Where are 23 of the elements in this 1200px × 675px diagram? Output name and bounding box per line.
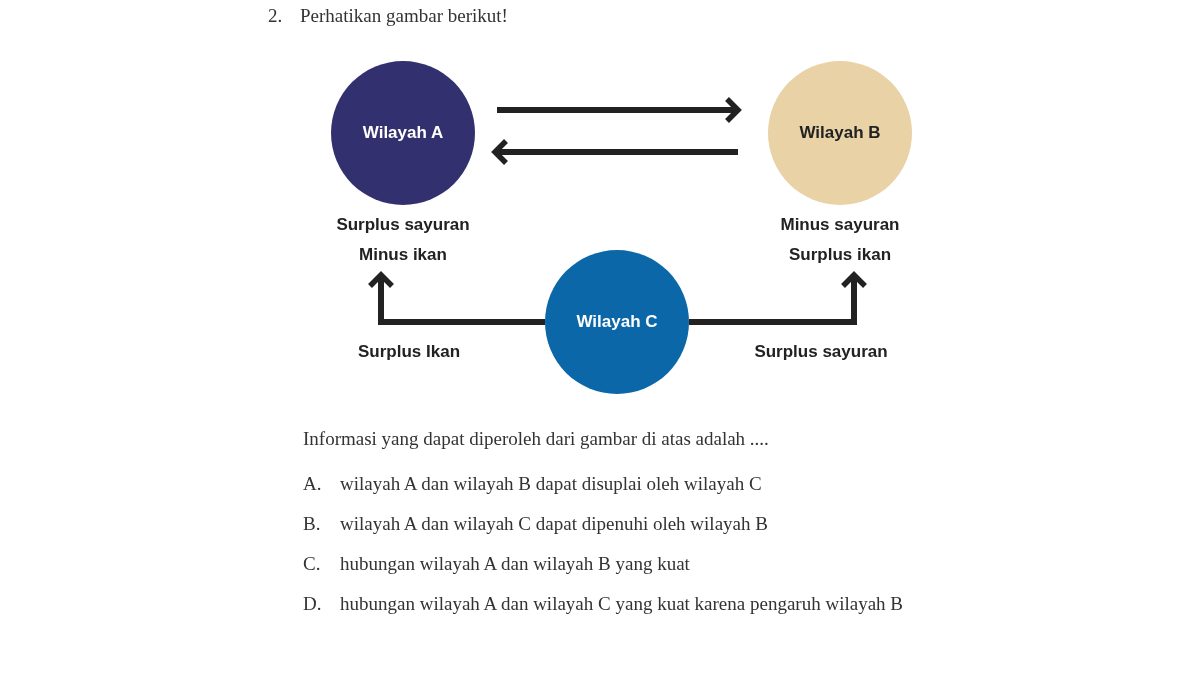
instruction-text: Perhatikan gambar berikut!: [300, 5, 508, 27]
region-status-text: Minus ikan: [358, 245, 448, 265]
region-status-text: Surplus ikan: [788, 245, 892, 265]
region-name: Wilayah A: [362, 123, 444, 143]
arrow: [689, 272, 868, 325]
option-text: wilayah A dan wilayah C dapat dipenuhi oleh wilayah B: [340, 513, 768, 535]
option-text: hubungan wilayah A dan wilayah B yang kuat: [340, 553, 690, 575]
region-status-text: Minus sayuran: [779, 215, 901, 235]
option-letter: B.: [303, 513, 321, 535]
option-text: hubungan wilayah A dan wilayah C yang kuat karena pengaruh wilayah B: [340, 592, 904, 616]
option-letter: C.: [303, 553, 321, 575]
arrow: [497, 96, 741, 124]
edge-label: Surplus Ikan: [355, 342, 463, 362]
option-letter: A.: [303, 473, 322, 495]
region-name: Wilayah B: [799, 123, 881, 143]
option-text: wilayah A dan wilayah B dapat disuplai oleh wilayah C: [340, 473, 762, 495]
question-number: 2.: [268, 5, 283, 27]
region-name: Wilayah C: [576, 312, 658, 332]
region-status-text: Surplus sayuran: [335, 215, 471, 235]
option-letter: D.: [303, 593, 322, 615]
question-text: Informasi yang dapat diperoleh dari gambar di atas adalah ....: [303, 428, 769, 450]
arrow: [367, 272, 545, 325]
arrow: [492, 138, 738, 166]
